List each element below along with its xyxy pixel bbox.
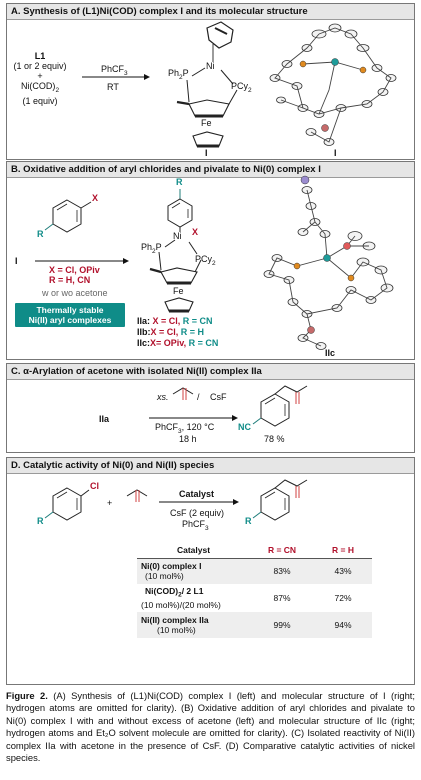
ph2p-label: Ph2P — [168, 68, 189, 81]
header-catalyst: Catalyst — [176, 544, 211, 555]
caption-label: Figure 2. — [6, 690, 48, 701]
panel-a: A. Synthesis of (L1)Ni(COD) complex I an… — [6, 3, 415, 160]
row-yield-cn: 83% — [273, 566, 291, 577]
plus-sign: + — [37, 71, 43, 81]
reaction-arrow-c — [149, 385, 308, 427]
condition-time: 18 h — [179, 434, 197, 444]
reagent-slash: / — [197, 392, 200, 402]
aryl-x-label: X — [92, 193, 99, 203]
row-yield-cn: 87% — [273, 593, 291, 603]
nitrile-label: NC — [238, 422, 251, 432]
table-row: Ni(0) complex I (10 mol%) 83% 43% — [137, 558, 372, 584]
aryl-r-label-d: R — [37, 516, 44, 526]
header-r-h: R = H — [332, 544, 354, 555]
row-yield-h: 72% — [334, 593, 352, 603]
product-r-label-d: R — [245, 516, 252, 526]
nickel-aryl-complex-drawing — [149, 189, 202, 313]
row-catalyst-name: Ni(II) complex IIa — [141, 615, 209, 625]
condition-solvent-temp: PhCF3, 120 °C — [155, 422, 215, 435]
table-header-row: Catalyst R = CN R = H — [137, 542, 372, 558]
product-nickel-label: Ni — [173, 231, 182, 241]
panel-c-heading: C. α-Arylation of acetone with isolated … — [7, 364, 414, 380]
panel-a-heading: A. Synthesis of (L1)Ni(COD) complex I an… — [7, 4, 414, 20]
complex-i-drawing — [176, 21, 238, 148]
panel-b-heading: B. Oxidative addition of aryl chlorides … — [7, 162, 414, 178]
panel-d-heading: D. Catalytic activity of Ni(0) and Ni(II… — [7, 458, 414, 474]
product-x-label: X — [192, 227, 199, 237]
reaction-arrow-a — [82, 74, 150, 80]
condition-solvent-d: PhCF3 — [182, 519, 209, 532]
aryl-r-label: R — [37, 229, 44, 239]
pcy2-label: PCy2 — [231, 81, 252, 94]
table-row: Ni(COD)2/ 2 L1 (10 mol%)/(20 mol%) 87% 7… — [137, 584, 372, 612]
ligand-l1: L1 — [34, 51, 46, 61]
thermally-stable-badge: Thermally stable Ni(II) aryl complexes — [15, 303, 125, 327]
figure-caption: Figure 2. (A) Synthesis of (L1)Ni(COD) c… — [6, 690, 415, 764]
row-yield-h: 43% — [334, 566, 352, 577]
catalysis-scheme — [44, 479, 308, 521]
caption-text: (A) Synthesis of (L1)Ni(COD) complex I (… — [6, 690, 416, 764]
row-catalyst-name: Ni(COD)2/ 2 L1 — [145, 585, 204, 599]
product-iib: IIb:X = Cl, R = H — [137, 327, 205, 337]
ligand-equiv: (1 or 2 equiv) — [13, 61, 67, 71]
compound-label-iic: IIc — [325, 348, 336, 358]
row-yield-h: 94% — [334, 620, 352, 630]
crystal-structure-iic — [263, 175, 394, 350]
product-iia: IIa: X = Cl, R = CN — [137, 316, 213, 326]
panel-d: D. Catalytic activity of Ni(0) and Ni(II… — [6, 457, 415, 685]
panel-c: C. α-Arylation of acetone with isolated … — [6, 363, 415, 453]
plus-sign-d: + — [107, 498, 113, 508]
row-catalyst-name: Ni(0) complex I — [141, 561, 202, 572]
condition-x: X = Cl, OPiv — [49, 265, 100, 275]
aryl-halide-drawing — [35, 199, 129, 264]
start-label-i: I — [15, 256, 18, 266]
nickel-label: Ni — [206, 61, 215, 71]
product-list: IIa: X = Cl, R = CN IIb:X = Cl, R = H II… — [137, 316, 218, 349]
product-iron-label: Fe — [173, 286, 184, 296]
reagent-xs: xs. — [157, 392, 169, 402]
row-catalyst-loading: (10 mol%) — [157, 625, 196, 635]
aryl-cl-label: Cl — [90, 481, 99, 491]
condition-csf: CsF (2 equiv) — [170, 508, 225, 518]
crystal-structure-i — [269, 23, 397, 146]
product-pcy2-label: PCy2 — [195, 254, 216, 267]
header-r-cn: R = CN — [267, 544, 297, 555]
solvent-label: PhCF3 — [101, 64, 128, 77]
iron-label: Fe — [201, 118, 212, 128]
product-ph2p-label: Ph2P — [141, 242, 162, 255]
table-row: Ni(II) complex IIa (10 mol%) 99% 94% — [137, 612, 372, 638]
row-catalyst-loading: (10 mol%) — [145, 571, 184, 582]
catalyst-label: Catalyst — [179, 489, 215, 499]
panel-b: B. Oxidative addition of aryl chlorides … — [6, 161, 415, 360]
condition-r: R = H, CN — [49, 275, 91, 285]
start-label-iia: IIa — [99, 414, 110, 424]
yield-label: 78 % — [264, 434, 285, 444]
row-yield-cn: 99% — [273, 620, 291, 630]
compound-label-i-right: I — [334, 148, 337, 158]
product-iic: IIc:X= OPiv, R = CN — [137, 338, 219, 348]
product-r-label: R — [176, 177, 183, 187]
results-table: Catalyst R = CN R = H Ni(0) complex I (1… — [137, 542, 372, 638]
reagent-csf: CsF — [210, 392, 227, 402]
row-catalyst-loading: (10 mol%)/(20 mol%) — [141, 600, 221, 611]
reactant-block: L1 (1 or 2 equiv) + Ni(COD)2 (1 equiv) — [9, 51, 71, 106]
nickel-equiv: (1 equiv) — [22, 95, 58, 106]
nickel-precursor: Ni(COD)2 — [20, 81, 60, 94]
compound-label-i-left: I — [205, 148, 208, 158]
temperature-label: RT — [107, 82, 119, 92]
condition-acetone: w or wo acetone — [42, 288, 108, 298]
